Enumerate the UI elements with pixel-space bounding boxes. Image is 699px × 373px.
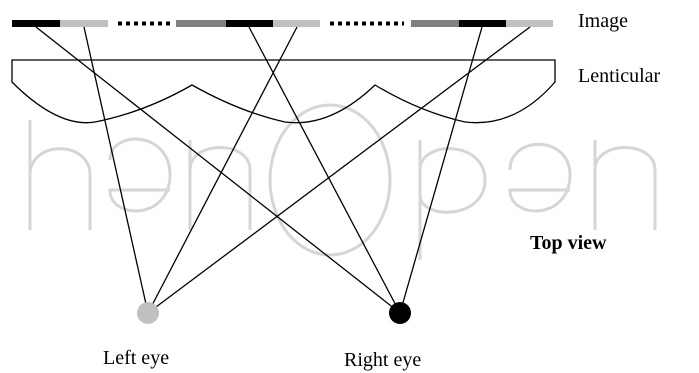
watermark [28, 103, 657, 260]
right-eye-dot [389, 302, 411, 324]
image-label: Image [578, 10, 628, 32]
lenticular-label: Lenticular [578, 65, 661, 87]
ray-right-eye-1 [35, 26, 401, 314]
ray-left-eye-3 [147, 26, 531, 314]
top-view-label: Top view [530, 232, 607, 254]
ray-left-eye-2 [147, 26, 298, 314]
pixel-lightgray-2 [273, 20, 320, 27]
pixel-lightgray-3 [506, 20, 553, 27]
image-pixel-strip [12, 20, 553, 27]
pixel-black-2 [226, 20, 273, 27]
light-rays [35, 26, 531, 314]
ray-right-eye-2 [248, 26, 401, 314]
lenticular-sheet [11, 59, 556, 124]
left-eye-dot [137, 302, 159, 324]
pixel-black-1 [12, 20, 60, 27]
pixel-darkgray-3 [411, 20, 459, 27]
left-eye-label: Left eye [103, 347, 169, 369]
ray-left-eye-1 [83, 26, 149, 314]
ray-right-eye-3 [399, 26, 483, 314]
pixel-darkgray-2 [176, 20, 226, 27]
pixel-black-3 [459, 20, 506, 27]
pixel-lightgray-1 [60, 20, 108, 27]
right-eye-label: Right eye [344, 349, 421, 371]
